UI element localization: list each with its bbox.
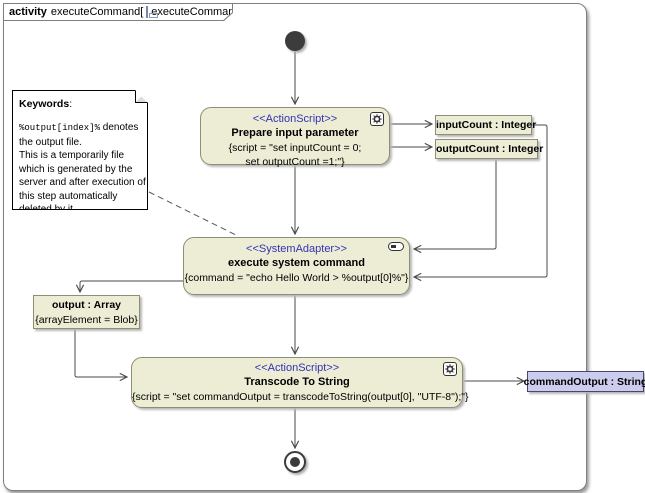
connector-pill-icon [388,242,404,251]
action-properties: {command = "echo Hello World > %output[0… [184,272,409,284]
note-title: Keywords: [19,97,142,111]
note-title-text: Keywords [19,98,70,110]
note-title-colon: : [69,98,73,110]
action-name: execute system command [228,257,365,269]
object-node-label: output : Array [51,298,122,311]
note-body-text: denotes the output file. This is a tempo… [19,122,146,215]
frame-title-tab: activity executeCommand[ executeCommand … [3,3,233,21]
note-code-text: %output[index]% [19,123,101,133]
action-name: Transcode To String [244,376,350,388]
object-node-label: inputCount : Integer [436,118,537,131]
gear-icon [370,112,384,126]
stereotype-label: <<ActionScript>> [252,113,338,125]
action-properties: {script = "set inputCount = 0; set outpu… [228,142,362,168]
action-execute-system-command[interactable]: <<SystemAdapter>> execute system command… [183,237,410,295]
object-node-output-array[interactable]: output : Array {arrayElement = Blob} [33,295,140,329]
stereotype-label: <<SystemAdapter>> [246,243,347,255]
action-properties: {script = "set commandOutput = transcode… [132,391,469,403]
activity-final-node[interactable] [284,451,306,473]
gear-icon [443,362,457,376]
action-name: Prepare input parameter [231,127,359,139]
frame-keyword: activity [9,6,47,18]
frame-activity-name: executeCommand[ [50,6,144,18]
object-node-inputcount[interactable]: inputCount : Integer [435,115,537,135]
object-node-commandoutput[interactable]: commandOutput : String [523,371,645,392]
action-transcode-to-string[interactable]: <<ActionScript>> Transcode To String {sc… [131,357,469,408]
frame-ref-name: executeCommand [151,6,241,18]
object-node-properties: {arrayElement = Blob} [35,313,138,326]
object-node-label: commandOutput : String [523,375,645,388]
action-prepare-input-parameter[interactable]: <<ActionScript>> Prepare input parameter… [200,107,390,168]
initial-node[interactable] [285,31,305,51]
stereotype-label: <<ActionScript>> [254,362,340,374]
activity-diagram-icon [146,6,148,18]
object-node-outputcount[interactable]: outputCount : Integer [435,139,544,159]
note-body: %output[index]% denotes the output file.… [19,121,142,217]
object-node-label: outputCount : Integer [436,142,544,155]
keywords-note[interactable]: Keywords: %output[index]% denotes the ou… [12,90,148,210]
